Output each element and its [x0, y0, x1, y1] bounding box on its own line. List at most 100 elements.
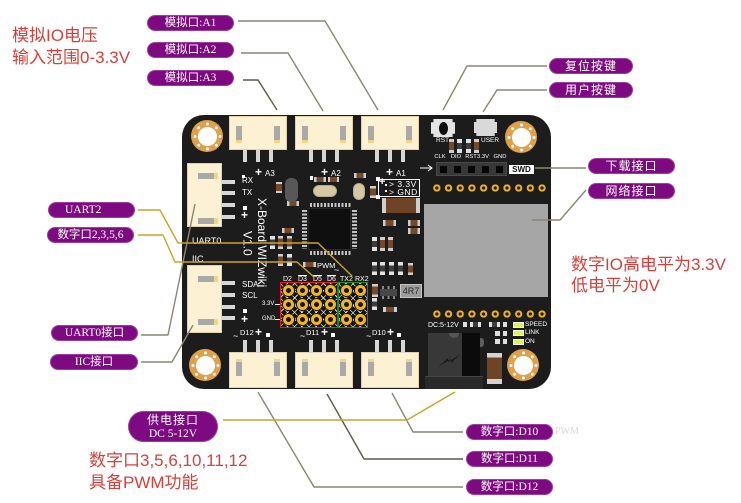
- callout-network-port: 网络接口: [588, 183, 675, 199]
- silk-label-iic: IIC: [192, 254, 204, 264]
- connector-pin: [388, 340, 392, 353]
- inductor-4r7: 4R7: [400, 284, 422, 298]
- silk-marker: [243, 206, 247, 210]
- callout-download-port: 下载接口: [588, 158, 675, 174]
- callout-digital-d11: 数字口:D11: [466, 451, 553, 467]
- header-pin: [354, 299, 366, 311]
- smd-capacitor-large: [487, 353, 502, 384]
- smd-part: [503, 339, 507, 344]
- connector-pin: [269, 149, 273, 162]
- connector-pin: [401, 340, 405, 353]
- header-pin: [324, 299, 336, 311]
- connector-pin: [269, 340, 273, 353]
- led-on: [513, 338, 524, 345]
- faded-pwm-text: PWM: [555, 426, 579, 437]
- header-pin: [282, 299, 294, 311]
- silk-marker: [331, 333, 335, 337]
- led-link: [513, 330, 524, 336]
- header-pin: [340, 284, 352, 296]
- voltage-jumper-box: [378, 179, 420, 197]
- header-col-label: D5: [313, 276, 322, 283]
- smd-part: [503, 322, 507, 327]
- swd-pin-label: RST: [465, 154, 477, 160]
- pin-header-digital-pwm: [280, 282, 338, 328]
- header-col-label: RX2: [355, 276, 369, 283]
- note-line: 模拟IO电压: [12, 26, 98, 45]
- smd-resistor: [383, 307, 397, 312]
- connector-pin: [222, 203, 235, 207]
- smd-resistor: [383, 220, 396, 226]
- connector-latch: [368, 359, 374, 376]
- note-line: 低电平为0V: [571, 276, 660, 295]
- connector-latch: [198, 319, 218, 325]
- callout-power-title: 供电接口: [146, 412, 199, 427]
- swd-pin: [440, 165, 448, 173]
- smd-resistor: [372, 284, 378, 297]
- dc-jack-base: [425, 376, 483, 389]
- silk-label-a1: A1: [396, 169, 406, 178]
- connector-latch: [406, 126, 412, 143]
- plus-mark: +: [241, 312, 249, 326]
- smd-capacitor-large: [382, 198, 420, 213]
- callout-analog-a1: 模拟口:A1: [147, 15, 234, 31]
- connector-latch: [198, 276, 218, 282]
- crystal-oscillator: [353, 183, 365, 200]
- smd-resistor: [470, 322, 481, 327]
- smd-capacitor: [372, 262, 377, 275]
- connector-pin: [375, 340, 379, 353]
- note-line: 数字口3,5,6,10,11,12: [89, 451, 248, 470]
- connector-latch: [236, 359, 242, 376]
- note-line: 具备PWM功能: [89, 473, 199, 492]
- mcu-pins-bottom: [310, 251, 351, 255]
- crystal-oscillator: [313, 185, 337, 197]
- plus-mark: +: [387, 325, 395, 339]
- silk-label-pwm: PWM: [317, 261, 336, 270]
- smd-resistor: [287, 201, 299, 206]
- header-pin: [354, 284, 366, 296]
- connector-pin: [222, 305, 235, 309]
- header-pin: [282, 284, 294, 296]
- callout-analog-a2: 模拟口:A2: [147, 42, 234, 58]
- note-line: 数字IO高电平为3.3V: [571, 255, 726, 274]
- connector-uart0: [187, 163, 237, 227]
- led-label-on: ON: [525, 337, 535, 345]
- connector-a1: [361, 116, 419, 162]
- mounting-hole-bottom-right: [507, 349, 539, 381]
- connector-housing: [187, 163, 222, 227]
- smd-capacitor: [372, 237, 377, 251]
- header-pin: [296, 299, 308, 311]
- smd-part: [495, 339, 500, 344]
- silk-label-scl: SCL: [242, 291, 258, 300]
- callout-digital-2-3-5-6: 数字口2,3,5,6: [47, 227, 134, 243]
- plus-mark: +: [321, 165, 329, 179]
- connector-latch: [198, 173, 218, 179]
- sot-chip-pins: [382, 296, 395, 299]
- connector-pin: [222, 180, 235, 184]
- dc-power-jack: [425, 333, 484, 389]
- smd-resistor: [370, 186, 376, 198]
- smd-capacitor: [466, 139, 471, 153]
- silk-dash: [275, 319, 280, 320]
- led-label-link: LINK: [525, 329, 540, 336]
- header-row-label-gnd: GND: [262, 316, 276, 322]
- silk-marker: [385, 184, 387, 186]
- network-module: [424, 204, 548, 297]
- module-pin-row-bottom: [431, 310, 548, 318]
- board-version: V1.0: [240, 230, 255, 256]
- note-analog-input-range: 模拟IO电压 输入范围0-3.3V: [12, 25, 130, 69]
- silk-marker: [397, 333, 401, 337]
- silk-label-d12: D12: [240, 328, 254, 337]
- swd-pin: [481, 165, 489, 173]
- board-name: X-Board WIZwiki: [255, 198, 269, 288]
- silk-label-uart0: UART0: [192, 236, 222, 246]
- silk-marker: [310, 176, 313, 180]
- connector-latch: [368, 126, 374, 143]
- connector-housing: [187, 265, 222, 333]
- connector-pin: [222, 316, 235, 320]
- jumper-label-3v3: > 3.3V: [389, 179, 417, 189]
- module-pin-row-top: [431, 184, 548, 192]
- connector-pin: [256, 340, 260, 353]
- smd-resistor: [282, 228, 294, 233]
- smd-resistor: [380, 237, 385, 251]
